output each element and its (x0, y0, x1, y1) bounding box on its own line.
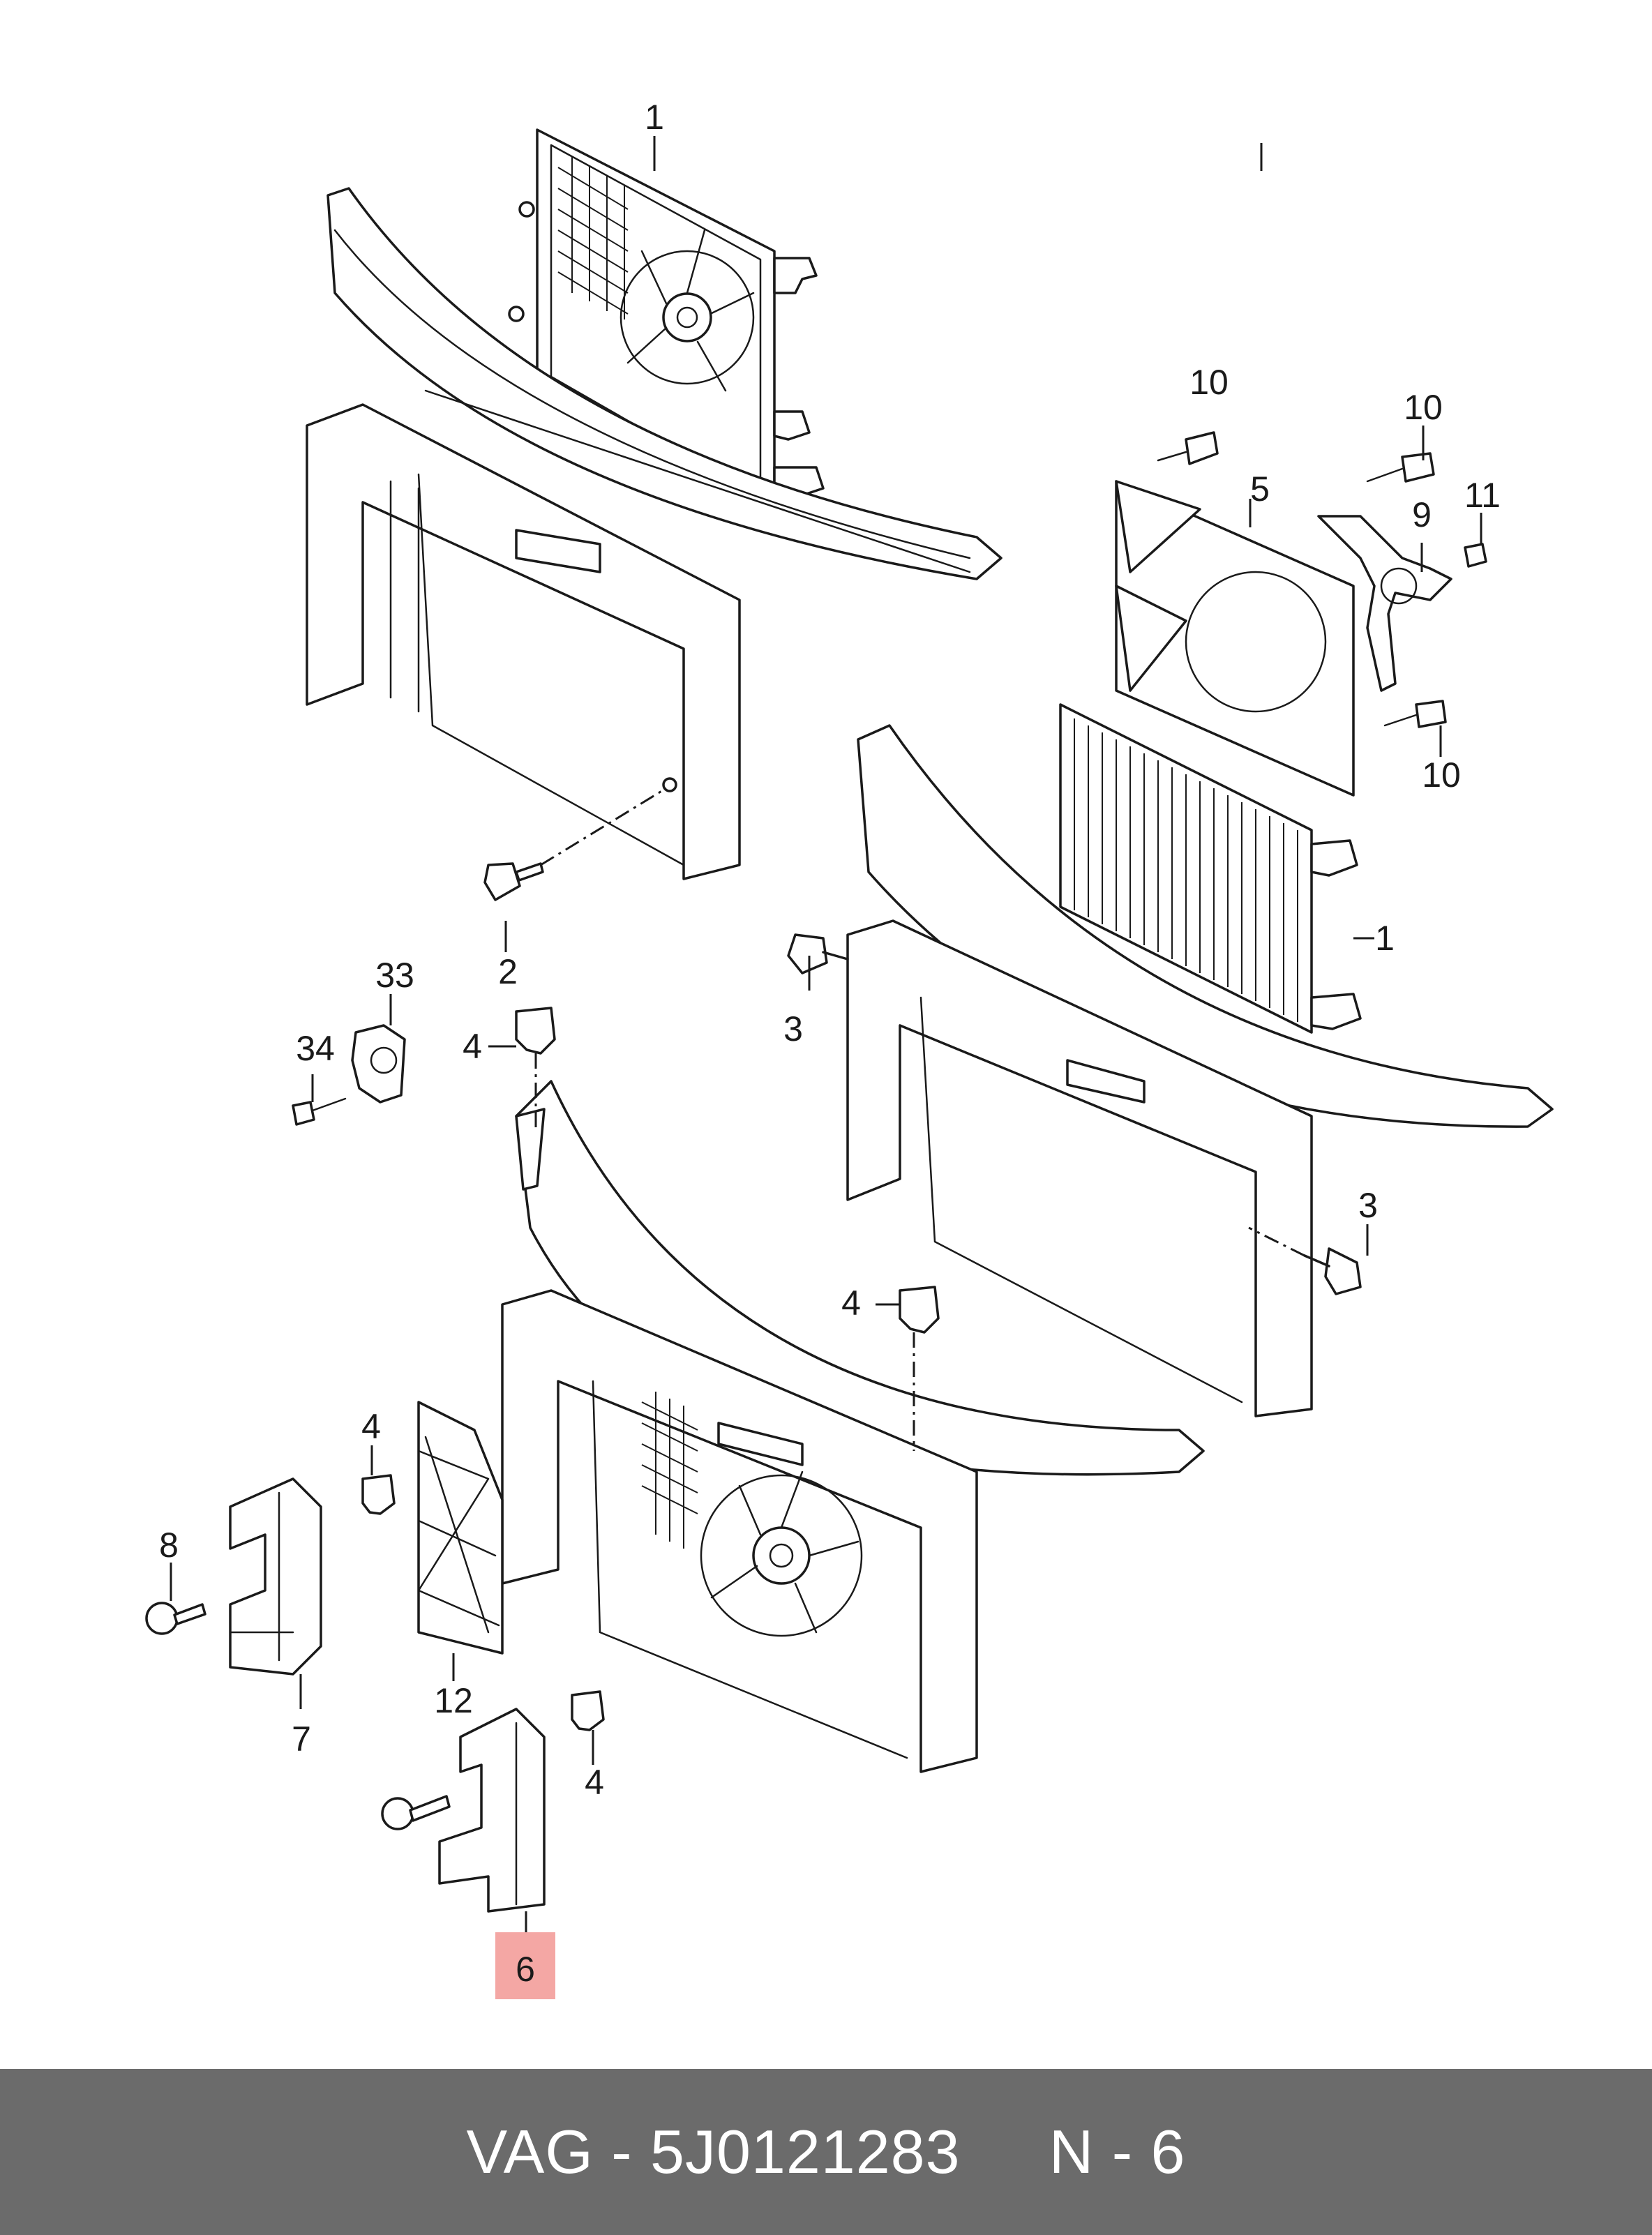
clip-nut-4-top (515, 1007, 556, 1130)
callout-2: 2 (498, 952, 518, 991)
fan-shroud-assembly (1115, 431, 1487, 797)
part-number-label: VAG - 5J0121283 N - 6 (466, 2117, 1186, 2186)
callout-33: 33 (375, 956, 414, 995)
callout-10-a: 10 (1189, 363, 1229, 402)
bolt-6-fixing (381, 1795, 451, 1830)
lock-carrier-bottom (501, 1080, 1205, 1773)
callout-4-a: 4 (463, 1027, 482, 1066)
screw-34 (292, 1097, 347, 1126)
bolt-8 (145, 1602, 206, 1635)
radiator-fan-assembly-top (508, 128, 825, 511)
callout-12: 12 (434, 1681, 473, 1720)
radiator-right (1059, 703, 1362, 1034)
callout-4-c: 4 (361, 1407, 381, 1446)
clip-nut-4-left (361, 1474, 396, 1515)
bracket-33 (351, 1024, 406, 1104)
callout-34: 34 (296, 1029, 335, 1068)
callout-10-b: 10 (1404, 388, 1443, 427)
clip-nut-4-bottom (571, 1690, 605, 1731)
callout-5: 5 (1250, 469, 1270, 509)
callout-1-top: 1 (645, 98, 664, 137)
callout-3-left: 3 (783, 1009, 803, 1048)
callout-1-right: 1 (1375, 919, 1395, 958)
callout-11: 11 (1464, 476, 1501, 515)
callout-9: 9 (1412, 495, 1432, 534)
callout-4-b: 4 (841, 1284, 861, 1323)
air-guide-7 (229, 1477, 322, 1676)
bolt-2 (483, 787, 667, 901)
callout-3-right: 3 (1358, 1186, 1378, 1225)
callout-7: 7 (292, 1719, 311, 1759)
parts-diagram: 1 1 2 3 3 4 4 4 4 5 6 7 8 9 10 10 10 11 … (145, 98, 1554, 1999)
callout-4-d: 4 (585, 1763, 604, 1802)
air-guide-6 (438, 1708, 546, 1913)
callout-8: 8 (159, 1526, 179, 1565)
lock-carrier-right (787, 724, 1554, 1417)
callout-lines (170, 136, 1482, 1932)
callout-6: 6 (516, 1950, 535, 1989)
footer-bar: VAG - 5J0121283 N - 6 (0, 2069, 1652, 2235)
air-guide-12 (417, 1401, 504, 1655)
callout-10-c: 10 (1422, 755, 1461, 795)
highlight-box (495, 1932, 555, 1999)
clip-nut-4-middle (899, 1286, 940, 1451)
lock-carrier-top (306, 187, 1003, 880)
